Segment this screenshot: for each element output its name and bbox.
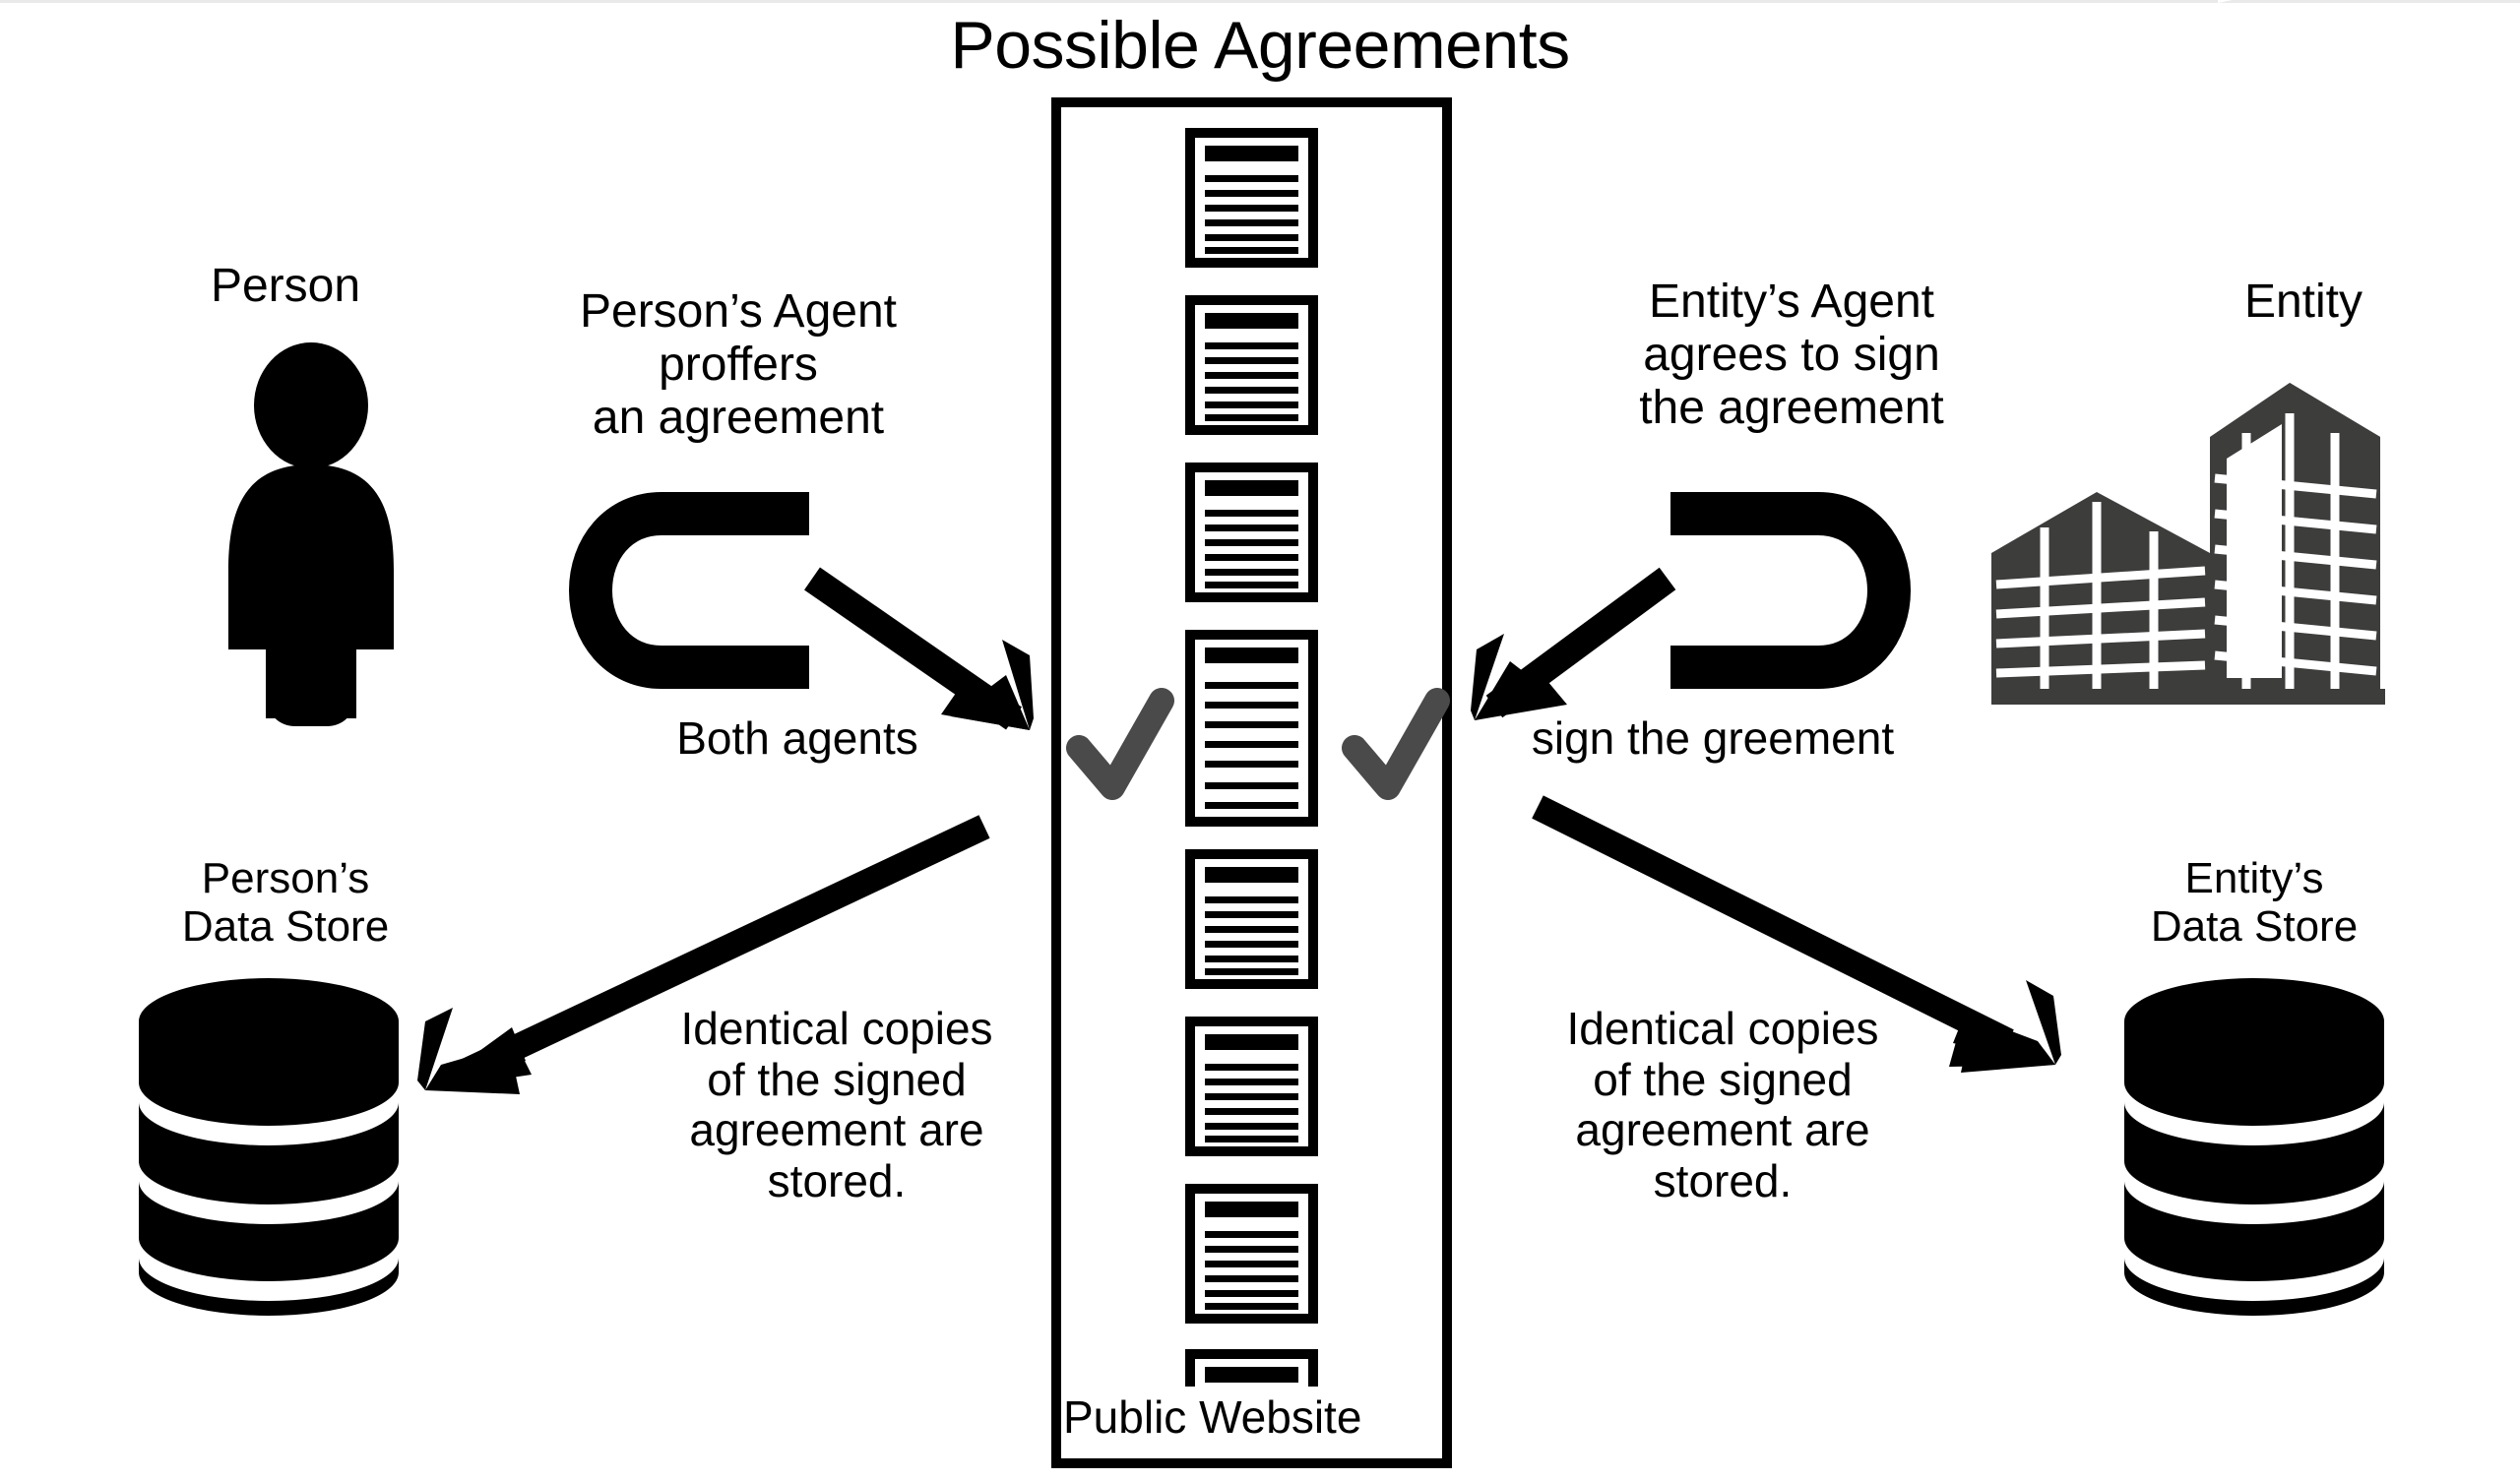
document-lines-icon[interactable] xyxy=(1185,128,1318,268)
document-lines-icon[interactable] xyxy=(1185,630,1318,827)
person-label: Person xyxy=(210,260,361,312)
person-icon xyxy=(228,342,394,726)
top-hairline xyxy=(0,0,2520,3)
arrow-down-right-icon xyxy=(804,567,1034,730)
arrow-down-right-long-icon xyxy=(1532,795,2061,1073)
entity-data-store-label: Entity’s Data Store xyxy=(2150,854,2359,952)
person-data-store-label: Person’s Data Store xyxy=(181,854,390,952)
agent-bracket-left-icon xyxy=(568,492,809,689)
identical-copies-left-label: Identical copies of the signed agreement… xyxy=(680,1003,993,1206)
public-website-label: Public Website xyxy=(1063,1391,1362,1443)
identical-copies-right-label: Identical copies of the signed agreement… xyxy=(1566,1003,1879,1206)
document-lines-icon[interactable] xyxy=(1185,1017,1318,1156)
check-icon xyxy=(1066,688,1174,800)
document-lines-icon[interactable] xyxy=(1185,295,1318,435)
document-lines-icon[interactable] xyxy=(1185,1349,1318,1387)
sign-agreement-label: sign the greement xyxy=(1531,712,1895,764)
entity-agent-caption: Entity’s Agent agrees to sign the agreem… xyxy=(1639,276,1944,434)
agent-bracket-right-icon xyxy=(1670,492,1912,689)
person-agent-caption: Person’s Agent proffers an agreement xyxy=(579,285,897,444)
check-icon xyxy=(1342,688,1450,800)
arrow-down-left-icon xyxy=(1471,567,1676,720)
entity-data-store-icon xyxy=(2124,978,2384,1316)
arrow-down-left-long-icon xyxy=(417,815,990,1094)
office-building-icon xyxy=(1991,0,2385,705)
document-lines-icon[interactable] xyxy=(1185,463,1318,602)
both-agents-label: Both agents xyxy=(676,712,918,764)
document-lines-icon[interactable] xyxy=(1185,849,1318,989)
document-lines-icon[interactable] xyxy=(1185,1184,1318,1324)
public-website-box xyxy=(1051,97,1452,1468)
person-data-store-icon xyxy=(139,978,399,1316)
entity-label: Entity xyxy=(2243,276,2363,328)
website-document-list xyxy=(1185,128,1318,1387)
page-title: Possible Agreements xyxy=(950,8,1570,83)
